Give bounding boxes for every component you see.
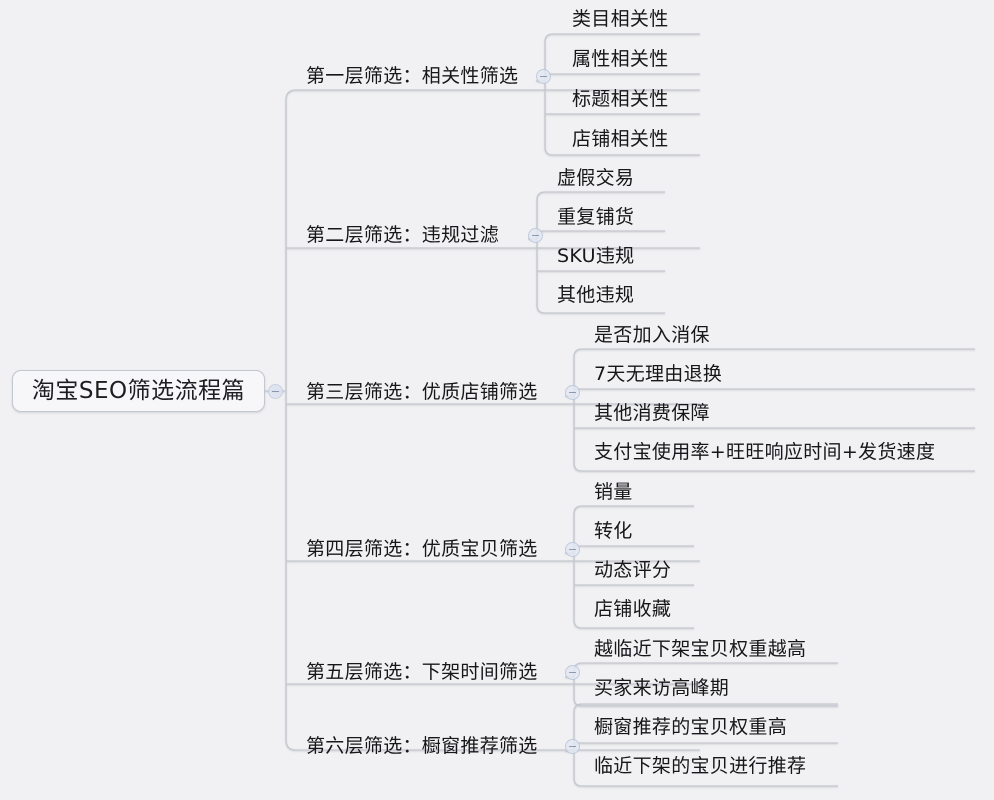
collapse-toggle-layer-4[interactable] bbox=[565, 542, 580, 557]
leaf-label-layer-4-2[interactable]: 动态评分 bbox=[594, 559, 672, 581]
leaf-label-layer-2-2[interactable]: SKU违规 bbox=[557, 245, 635, 267]
leaf-label-layer-6-0[interactable]: 橱窗推荐的宝贝权重高 bbox=[594, 716, 788, 738]
branch-label-layer-5[interactable]: 第五层筛选：下架时间筛选 bbox=[306, 661, 538, 683]
branch-label-layer-1[interactable]: 第一层筛选：相关性筛选 bbox=[306, 65, 519, 87]
collapse-toggle-root[interactable] bbox=[268, 384, 283, 399]
branch-label-layer-6[interactable]: 第六层筛选：橱窗推荐筛选 bbox=[306, 735, 538, 757]
collapse-toggle-layer-6[interactable] bbox=[565, 739, 580, 754]
collapse-toggle-layer-2[interactable] bbox=[528, 228, 543, 243]
root-node-label: 淘宝SEO筛选流程篇 bbox=[31, 377, 246, 404]
collapse-toggle-layer-5[interactable] bbox=[565, 665, 580, 680]
leaf-label-layer-4-3[interactable]: 店铺收藏 bbox=[594, 598, 672, 620]
collapse-toggle-layer-1[interactable] bbox=[536, 69, 551, 84]
leaf-label-layer-1-0[interactable]: 类目相关性 bbox=[572, 8, 669, 30]
branch-label-layer-2[interactable]: 第二层筛选：违规过滤 bbox=[306, 224, 500, 246]
branch-label-layer-3[interactable]: 第三层筛选：优质店铺筛选 bbox=[306, 381, 538, 403]
leaf-label-layer-2-1[interactable]: 重复铺货 bbox=[557, 206, 635, 228]
leaf-label-layer-4-0[interactable]: 销量 bbox=[594, 481, 633, 503]
leaf-label-layer-5-0[interactable]: 越临近下架宝贝权重越高 bbox=[594, 638, 807, 660]
leaf-label-layer-2-3[interactable]: 其他违规 bbox=[557, 284, 635, 306]
leaf-label-layer-5-1[interactable]: 买家来访高峰期 bbox=[594, 677, 730, 699]
leaf-label-layer-6-1[interactable]: 临近下架的宝贝进行推荐 bbox=[594, 755, 807, 777]
leaf-label-layer-3-2[interactable]: 其他消费保障 bbox=[594, 402, 710, 424]
leaf-label-layer-4-1[interactable]: 转化 bbox=[594, 520, 633, 542]
leaf-label-layer-1-3[interactable]: 店铺相关性 bbox=[572, 128, 669, 150]
root-node[interactable]: 淘宝SEO筛选流程篇 bbox=[12, 370, 265, 412]
leaf-label-layer-1-2[interactable]: 标题相关性 bbox=[572, 88, 669, 110]
leaf-label-layer-3-0[interactable]: 是否加入消保 bbox=[594, 324, 710, 346]
leaf-label-layer-3-1[interactable]: 7天无理由退换 bbox=[594, 363, 723, 385]
collapse-toggle-layer-3[interactable] bbox=[565, 385, 580, 400]
branch-label-layer-4[interactable]: 第四层筛选：优质宝贝筛选 bbox=[306, 538, 538, 560]
leaf-label-layer-1-1[interactable]: 属性相关性 bbox=[572, 48, 669, 70]
leaf-label-layer-2-0[interactable]: 虚假交易 bbox=[557, 167, 635, 189]
leaf-label-layer-3-3[interactable]: 支付宝使用率+旺旺响应时间+发货速度 bbox=[594, 441, 936, 463]
